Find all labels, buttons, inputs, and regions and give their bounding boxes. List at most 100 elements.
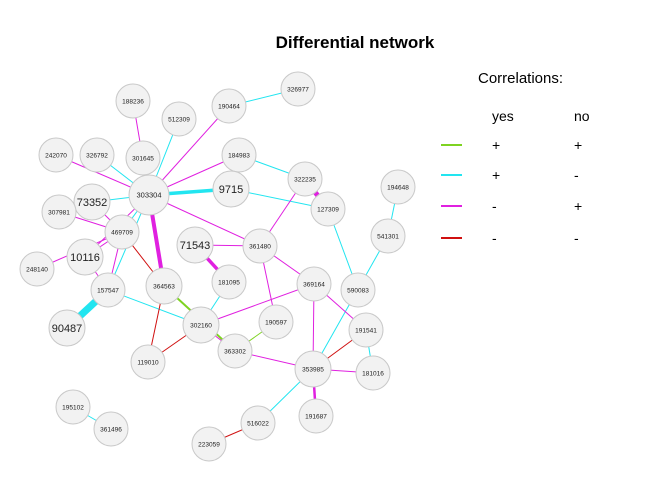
node-circle xyxy=(217,333,253,369)
node-circle xyxy=(145,267,183,305)
node-469709[interactable]: 469709 xyxy=(104,214,140,250)
node-303304[interactable]: 303304 xyxy=(128,174,170,216)
node-326977[interactable]: 326977 xyxy=(280,71,316,107)
node-circle xyxy=(104,214,140,250)
node-181095[interactable]: 181095 xyxy=(211,264,247,300)
node-circle xyxy=(191,426,227,462)
node-circle xyxy=(161,101,197,137)
node-307981[interactable]: 307981 xyxy=(41,194,77,230)
node-190464[interactable]: 190464 xyxy=(211,88,247,124)
node-circle xyxy=(280,71,316,107)
node-circle xyxy=(125,140,161,176)
node-322235[interactable]: 322235 xyxy=(287,161,323,197)
legend-no-sign: + xyxy=(574,198,582,214)
node-242070[interactable]: 242070 xyxy=(38,137,74,173)
node-label: 512309 xyxy=(168,116,190,123)
node-circle xyxy=(370,218,406,254)
node-circle xyxy=(355,355,391,391)
node-326792[interactable]: 326792 xyxy=(79,137,115,173)
legend-row: -- xyxy=(441,230,579,246)
node-119010[interactable]: 119010 xyxy=(130,344,166,380)
node-circle xyxy=(287,161,323,197)
node-circle xyxy=(296,266,332,302)
node-541301[interactable]: 541301 xyxy=(370,218,406,254)
node-191687[interactable]: 191687 xyxy=(298,398,334,434)
node-181016[interactable]: 181016 xyxy=(355,355,391,391)
node-circle xyxy=(176,226,214,264)
node-label: 90487 xyxy=(52,323,83,335)
node-circle xyxy=(73,183,111,221)
legend-no-sign: - xyxy=(574,167,579,183)
node-label: 190464 xyxy=(218,103,240,110)
node-90487[interactable]: 90487 xyxy=(48,309,86,347)
node-188236[interactable]: 188236 xyxy=(115,83,151,119)
node-circle xyxy=(48,309,86,347)
node-label: 326977 xyxy=(287,86,309,93)
node-label: 191687 xyxy=(305,413,327,420)
node-label: 590083 xyxy=(347,287,369,294)
node-label: 248140 xyxy=(26,266,48,273)
node-364563[interactable]: 364563 xyxy=(145,267,183,305)
node-label: 361480 xyxy=(249,243,271,250)
node-223059[interactable]: 223059 xyxy=(191,426,227,462)
node-353985[interactable]: 353985 xyxy=(294,350,332,388)
node-label: 242070 xyxy=(45,152,67,159)
node-label: 541301 xyxy=(377,233,399,240)
node-circle xyxy=(130,344,166,380)
node-circle xyxy=(93,411,129,447)
node-361496[interactable]: 361496 xyxy=(93,411,129,447)
node-circle xyxy=(212,170,250,208)
node-circle xyxy=(258,304,294,340)
node-circle xyxy=(115,83,151,119)
node-190597[interactable]: 190597 xyxy=(258,304,294,340)
node-191541[interactable]: 191541 xyxy=(348,312,384,348)
node-circle xyxy=(79,137,115,173)
node-circle xyxy=(242,228,278,264)
legend-yes-sign: - xyxy=(492,198,497,214)
legend-row: +- xyxy=(441,167,579,183)
node-circle xyxy=(128,174,170,216)
node-512309[interactable]: 512309 xyxy=(161,101,197,137)
legend-yes-sign: - xyxy=(492,230,497,246)
node-circle xyxy=(380,169,416,205)
node-10116[interactable]: 10116 xyxy=(66,238,104,276)
node-184983[interactable]: 184983 xyxy=(221,137,257,173)
node-127309[interactable]: 127309 xyxy=(310,191,346,227)
node-circle xyxy=(66,238,104,276)
node-circle xyxy=(19,251,55,287)
legend-no-sign: - xyxy=(574,230,579,246)
node-248140[interactable]: 248140 xyxy=(19,251,55,287)
node-71543[interactable]: 71543 xyxy=(176,226,214,264)
node-label: 363302 xyxy=(224,348,246,355)
node-label: 10116 xyxy=(70,252,100,264)
node-label: 223059 xyxy=(198,441,220,448)
node-302160[interactable]: 302160 xyxy=(182,306,220,344)
node-361480[interactable]: 361480 xyxy=(242,228,278,264)
legend-col-yes: yes xyxy=(492,108,514,124)
node-circle xyxy=(38,137,74,173)
node-301645[interactable]: 301645 xyxy=(125,140,161,176)
legend-row: ++ xyxy=(441,137,582,153)
node-369164[interactable]: 369164 xyxy=(296,266,332,302)
node-73352[interactable]: 73352 xyxy=(73,183,111,221)
node-circle xyxy=(211,264,247,300)
node-circle xyxy=(340,272,376,308)
node-516022[interactable]: 516022 xyxy=(240,405,276,441)
node-590083[interactable]: 590083 xyxy=(340,272,376,308)
node-label: 307981 xyxy=(48,209,70,216)
node-363302[interactable]: 363302 xyxy=(217,333,253,369)
diagram-title: Differential network xyxy=(276,33,435,52)
node-157547[interactable]: 157547 xyxy=(90,272,126,308)
node-label: 301645 xyxy=(132,155,154,162)
node-label: 516022 xyxy=(247,420,269,427)
node-label: 303304 xyxy=(136,191,161,200)
node-9715[interactable]: 9715 xyxy=(212,170,250,208)
node-195102[interactable]: 195102 xyxy=(55,389,91,425)
node-label: 326792 xyxy=(86,152,108,159)
node-circle xyxy=(55,389,91,425)
node-circle xyxy=(211,88,247,124)
node-circle xyxy=(240,405,276,441)
node-194648[interactable]: 194648 xyxy=(380,169,416,205)
node-label: 181016 xyxy=(362,370,384,377)
node-label: 322235 xyxy=(294,176,316,183)
